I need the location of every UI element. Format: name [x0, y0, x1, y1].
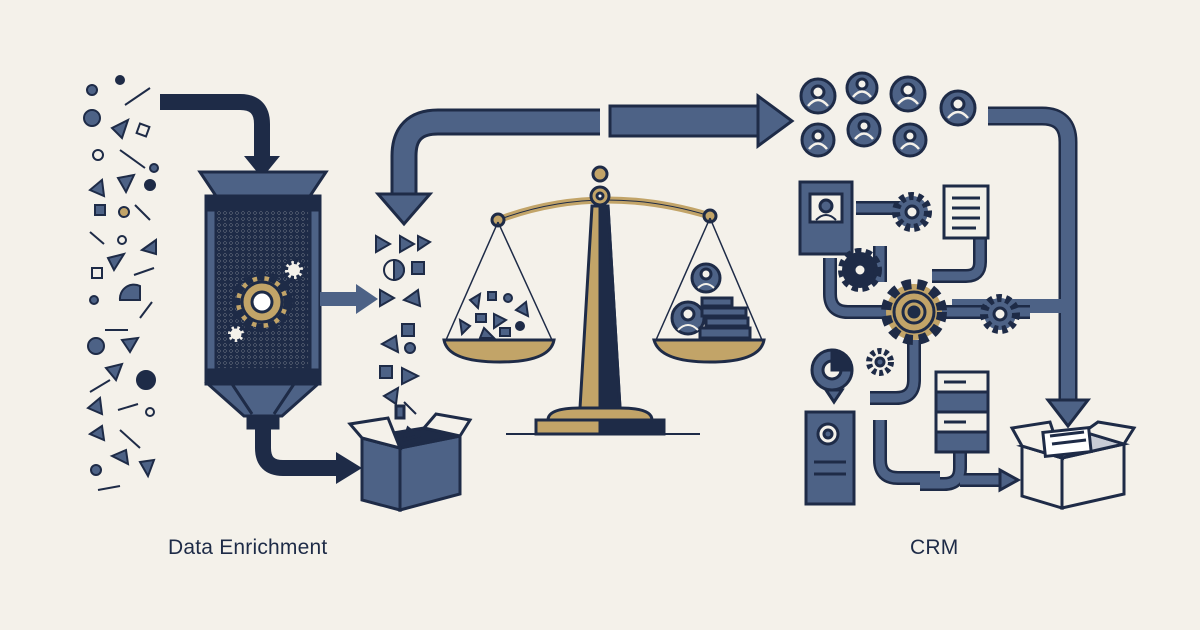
- server-icon: [804, 410, 856, 506]
- scattered-data-icon: [375, 234, 432, 415]
- box-icon: [347, 404, 473, 512]
- arrow-icon: [374, 93, 795, 227]
- crm-label: CRM: [910, 536, 959, 559]
- server-icon: [934, 370, 990, 454]
- arrow-icon: [160, 94, 280, 178]
- balance-scale-icon: [442, 165, 766, 436]
- document-box-icon: [1009, 420, 1137, 511]
- scattered-data-icon: [83, 75, 159, 491]
- pipe-network-icon: [810, 348, 854, 392]
- gear-icon: [838, 192, 1020, 376]
- gear-icon: [225, 258, 306, 345]
- arrow-icon: [255, 428, 362, 484]
- data-enrichment-label: Data Enrichment: [168, 536, 328, 559]
- user-avatar-icon: [670, 262, 722, 336]
- user-avatar-icon: [799, 71, 977, 158]
- arrow-icon: [320, 284, 378, 314]
